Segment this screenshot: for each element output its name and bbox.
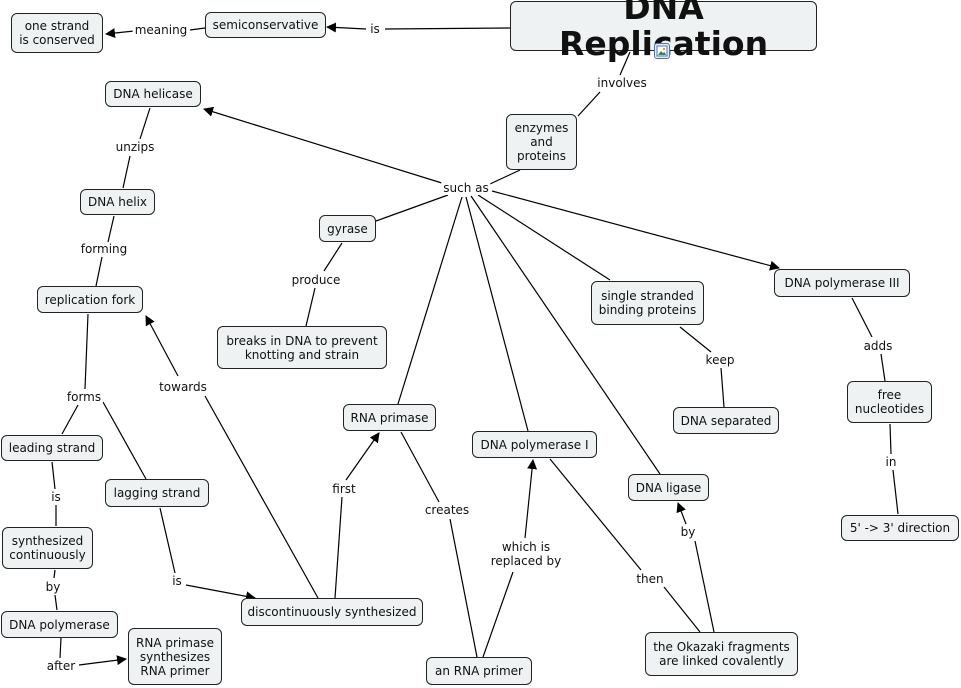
connector-line <box>694 540 715 633</box>
connector-arrow <box>203 106 446 185</box>
link-label-first: first <box>330 482 358 496</box>
image-icon[interactable] <box>654 43 670 59</box>
connector-line <box>51 461 56 490</box>
connector-arrow <box>145 315 179 377</box>
link-label-forms: forms <box>64 390 104 404</box>
link-label-by-ligase: by <box>678 525 698 539</box>
connector-line <box>375 194 449 222</box>
connector-arrow <box>345 432 380 481</box>
node-enzymes-proteins[interactable]: enzymes and proteins <box>506 114 577 170</box>
node-dna-separated[interactable]: DNA separated <box>673 407 779 434</box>
connector-line <box>95 256 103 287</box>
connector-line <box>679 326 712 353</box>
node-one-strand-conserved[interactable]: one strand is conserved <box>11 13 103 53</box>
node-rna-primase-synthesizes[interactable]: RNA primase synthesizes RNA primer <box>128 628 222 685</box>
link-label-is-lagging: is <box>170 574 184 588</box>
link-label-keep: keep <box>703 353 737 367</box>
connector-line <box>53 569 56 579</box>
connector-line <box>189 27 206 31</box>
connector-line <box>397 196 463 405</box>
link-label-by: by <box>43 580 63 594</box>
node-semiconservative[interactable]: semiconservative <box>205 12 326 38</box>
link-label-in: in <box>883 455 899 469</box>
node-lagging-strand[interactable]: lagging strand <box>105 479 209 507</box>
link-label-meaning: meaning <box>132 23 190 37</box>
link-label-adds: adds <box>861 339 895 353</box>
node-synthesized-continuously[interactable]: synthesized continuously <box>2 527 93 569</box>
node-okazaki-fragments[interactable]: the Okazaki fragments are linked covalen… <box>645 632 798 676</box>
connector-arrow <box>676 502 687 525</box>
link-label-is-leading: is <box>49 490 63 504</box>
connector-line <box>449 518 478 658</box>
connector-line <box>577 91 601 117</box>
link-label-then: then <box>634 572 666 586</box>
connector-line <box>334 496 343 599</box>
node-rna-primase[interactable]: RNA primase <box>343 404 436 431</box>
link-label-creates: creates <box>422 503 472 517</box>
node-replication-fork[interactable]: replication fork <box>37 286 143 313</box>
connector-line <box>470 195 661 475</box>
connector-line <box>892 469 899 515</box>
connector-line <box>489 169 521 185</box>
node-free-nucleotides[interactable]: free nucleotides <box>847 381 932 423</box>
connector-line <box>465 196 529 432</box>
connector-arrow <box>78 655 127 666</box>
link-label-replaced-by: which is replaced by <box>488 540 564 568</box>
link-label-involves: involves <box>595 76 649 90</box>
node-dna-ligase[interactable]: DNA ligase <box>628 474 709 501</box>
connector-line <box>122 155 131 189</box>
connector-arrow <box>524 459 538 539</box>
link-label-forming: forming <box>78 242 130 256</box>
connector-line <box>59 637 62 659</box>
connector-arrow <box>491 190 780 271</box>
node-gyrase[interactable]: gyrase <box>319 215 376 242</box>
node-dna-helicase[interactable]: DNA helicase <box>105 81 201 107</box>
node-dna-helix[interactable]: DNA helix <box>80 189 155 215</box>
node-dna-polymerase-iii[interactable]: DNA polymerase III <box>774 269 910 297</box>
connector-line <box>880 353 886 382</box>
connector-line <box>663 586 701 633</box>
connector-line <box>889 423 892 455</box>
node-dna-polymerase-i[interactable]: DNA polymerase I <box>472 431 597 458</box>
node-discontinuously-synthesized[interactable]: discontinuously synthesized <box>241 598 423 626</box>
link-label-such-as: such as <box>441 181 491 195</box>
connector-line <box>851 297 873 338</box>
connector-line <box>384 27 511 30</box>
node-rna-primer[interactable]: an RNA primer <box>426 657 532 685</box>
connector-line <box>323 242 343 272</box>
connector-line <box>549 458 642 571</box>
node-direction[interactable]: 5' -> 3' direction <box>841 515 959 541</box>
connector-line <box>400 431 440 503</box>
connector-line <box>159 507 176 574</box>
connector-line <box>107 215 115 243</box>
connector-line <box>477 194 611 281</box>
node-breaks-in-dna[interactable]: breaks in DNA to prevent knotting and st… <box>217 326 387 369</box>
node-leading-strand[interactable]: leading strand <box>1 435 103 461</box>
link-label-produce: produce <box>289 273 343 287</box>
connector-line <box>720 367 725 408</box>
link-label-after: after <box>44 659 78 673</box>
connector-line <box>54 594 58 611</box>
connector-line <box>482 571 514 658</box>
image-icon-glyph <box>656 45 668 57</box>
link-label-unzips: unzips <box>113 140 157 154</box>
connector-arrow <box>105 28 135 39</box>
connector-line <box>139 107 151 140</box>
connector-line <box>61 404 79 435</box>
connector-arrow <box>326 22 367 33</box>
node-dna-polymerase[interactable]: DNA polymerase <box>1 611 118 638</box>
connector-line <box>204 395 319 599</box>
connector-arrow <box>185 584 256 602</box>
connector-line <box>102 401 147 480</box>
link-label-towards: towards <box>157 380 209 394</box>
connector-line <box>619 51 631 76</box>
connector-line <box>305 287 316 327</box>
link-label-is: is <box>368 22 382 36</box>
node-single-stranded-binding-proteins[interactable]: single stranded binding proteins <box>591 281 704 325</box>
connector-line <box>84 313 89 390</box>
